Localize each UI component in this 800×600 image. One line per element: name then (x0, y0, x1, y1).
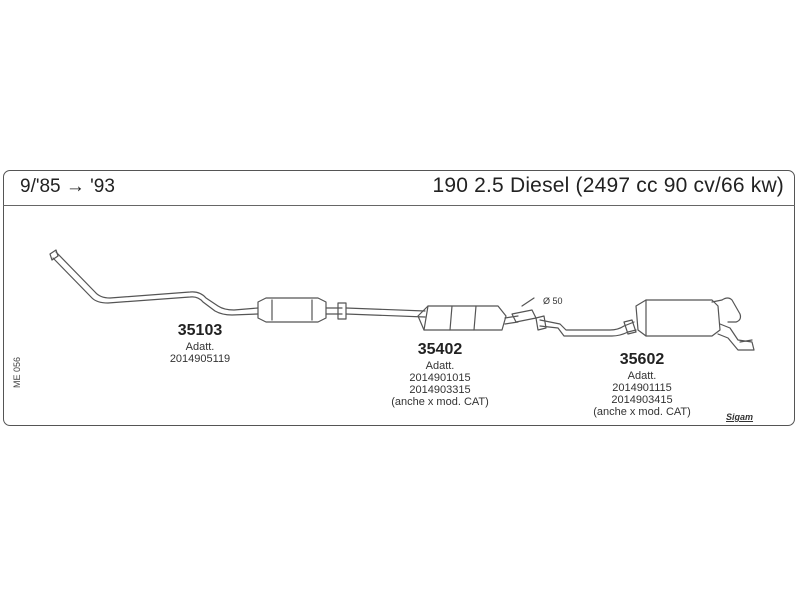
header-divider (3, 205, 795, 206)
part-number: 35103 (177, 322, 223, 339)
part-number: 35602 (619, 351, 665, 368)
part-code: 2014903415 (611, 394, 673, 406)
model-title: 190 2.5 Diesel (2497 cc 90 cv/66 kw) (432, 174, 784, 197)
date-range: 9/'85 → '93 (20, 176, 115, 197)
part-code: 2014901015 (409, 372, 471, 384)
fit-label: Adatt. (627, 370, 657, 382)
rear-pipe-35602 (535, 297, 755, 351)
pipe-joint (511, 297, 537, 323)
front-pipe-35103 (49, 249, 347, 323)
part-note: (anche x mod. CAT) (593, 406, 691, 418)
brand-logo: Sigam (726, 412, 754, 422)
reference-code: ME 056 (12, 356, 22, 388)
fit-label: Adatt. (185, 341, 215, 353)
fit-label: Adatt. (425, 360, 455, 372)
part-35103: 35103 Adatt. 2014905119 (150, 321, 250, 365)
part-number: 35402 (417, 341, 463, 358)
part-code: 2014901115 (612, 382, 672, 394)
part-code: 2014903315 (409, 384, 471, 396)
part-code: 2014905119 (169, 353, 231, 365)
diagram-frame (3, 170, 795, 426)
part-35602: 35602 Adatt. 2014901115 2014903415 (anch… (580, 350, 704, 418)
part-35402: 35402 Adatt. 2014901015 2014903315 (anch… (378, 340, 502, 408)
part-note: (anche x mod. CAT) (391, 396, 489, 408)
middle-pipe-35402 (345, 305, 519, 331)
pipe-diameter-label: Ø 50 (543, 296, 563, 306)
